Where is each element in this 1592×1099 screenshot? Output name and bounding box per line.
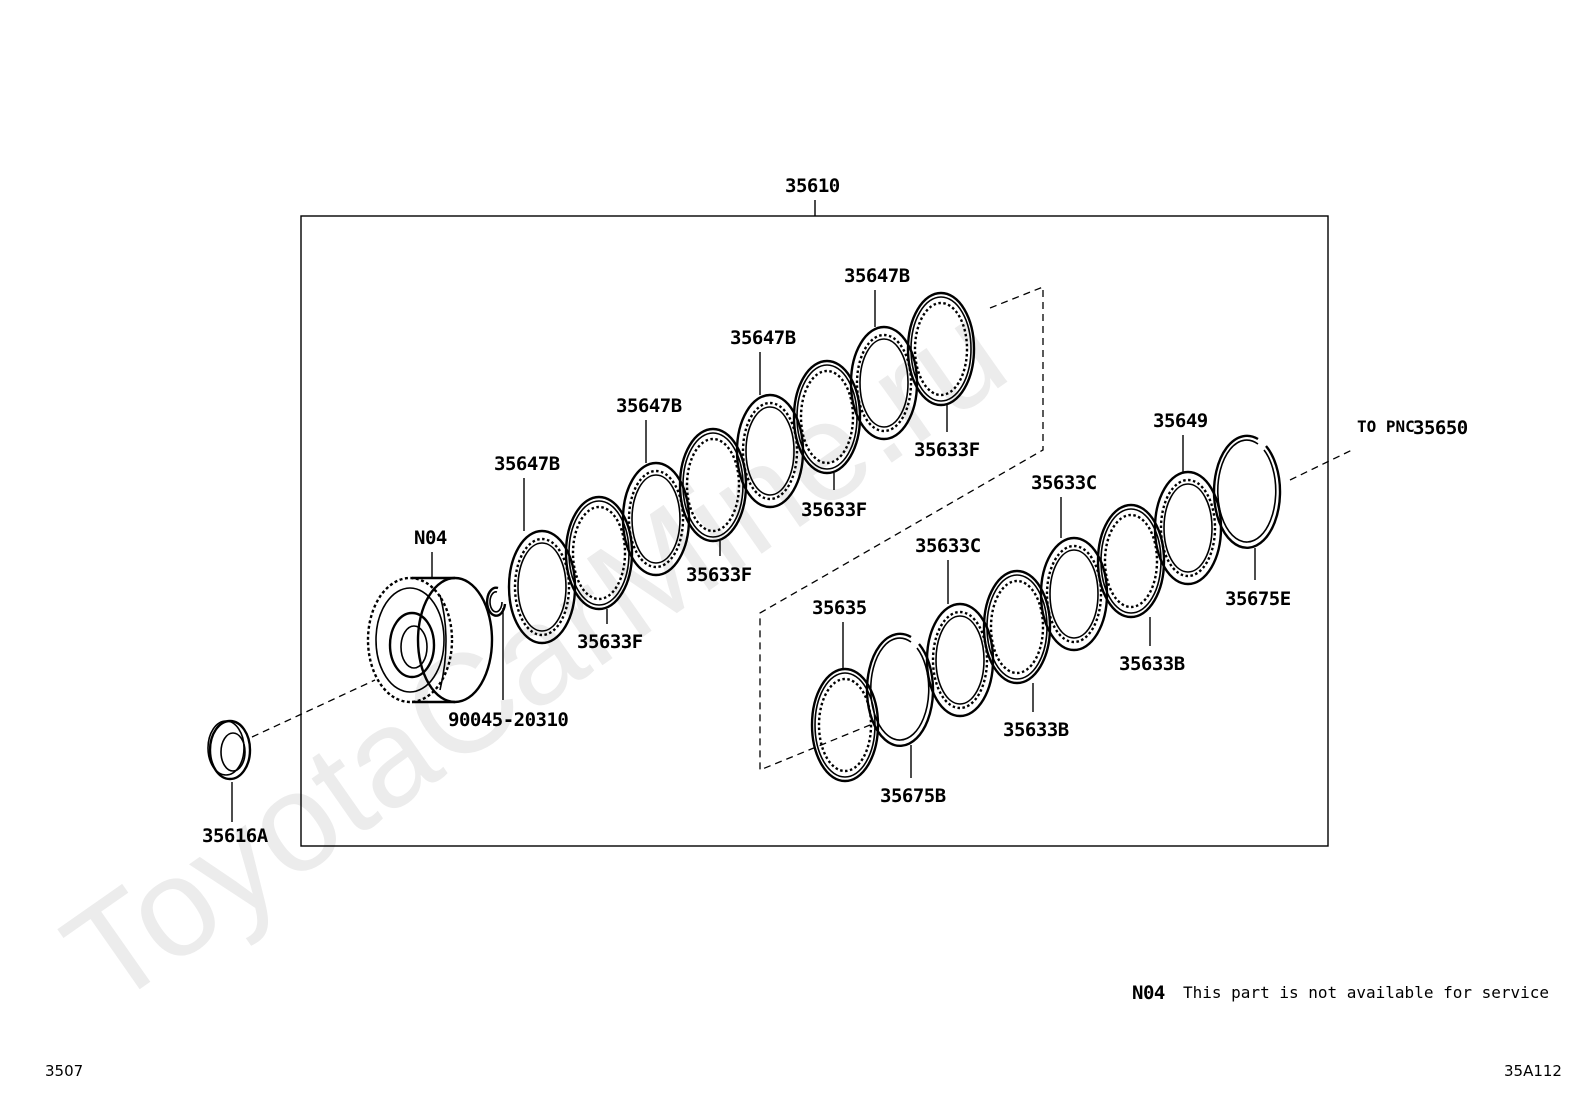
- label-35633F-1: 35633F: [577, 631, 643, 653]
- ring-35675E: [1212, 434, 1282, 550]
- note-code: N04: [1132, 982, 1165, 1004]
- label-35647B-1: 35647B: [494, 453, 560, 475]
- axis-line-left: [251, 679, 376, 738]
- label-35649: 35649: [1153, 410, 1208, 432]
- figure-id: 35A112: [1504, 1062, 1562, 1080]
- label-90045-20310: 90045-20310: [448, 709, 568, 731]
- page-number: 3507: [45, 1062, 83, 1080]
- label-35647B-2: 35647B: [616, 395, 682, 417]
- label-35647B-3: 35647B: [730, 327, 796, 349]
- label-35647B-4: 35647B: [844, 265, 910, 287]
- label-35633B-2: 35633B: [1119, 653, 1185, 675]
- part-N04-drum: [366, 576, 494, 704]
- watermark-text: ToyotaCarMine.ru: [37, 272, 1032, 1034]
- label-35616A: 35616A: [202, 825, 269, 847]
- label-35633F-3: 35633F: [801, 499, 867, 521]
- label-35633F-2: 35633F: [686, 564, 752, 586]
- label-35633C-1: 35633C: [915, 535, 981, 557]
- label-N04: N04: [414, 527, 447, 549]
- part-35616A-washer: [207, 719, 252, 781]
- axis-line-upper: [759, 286, 1044, 771]
- note-text: This part is not available for service: [1183, 983, 1549, 1002]
- label-35675B: 35675B: [880, 785, 946, 807]
- to-pnc-number: 35650: [1413, 417, 1468, 439]
- label-35635: 35635: [812, 597, 867, 619]
- assembly-label: 35610: [785, 175, 840, 197]
- axis-line-right: [1289, 449, 1353, 481]
- to-pnc-prefix: TO PNC: [1357, 417, 1415, 436]
- plate-35649: [1153, 470, 1223, 586]
- ring-35675B: [865, 632, 935, 748]
- label-35633F-4: 35633F: [914, 439, 980, 461]
- label-35633C-2: 35633C: [1031, 472, 1097, 494]
- label-35675E: 35675E: [1225, 588, 1291, 610]
- label-35633B-1: 35633B: [1003, 719, 1069, 741]
